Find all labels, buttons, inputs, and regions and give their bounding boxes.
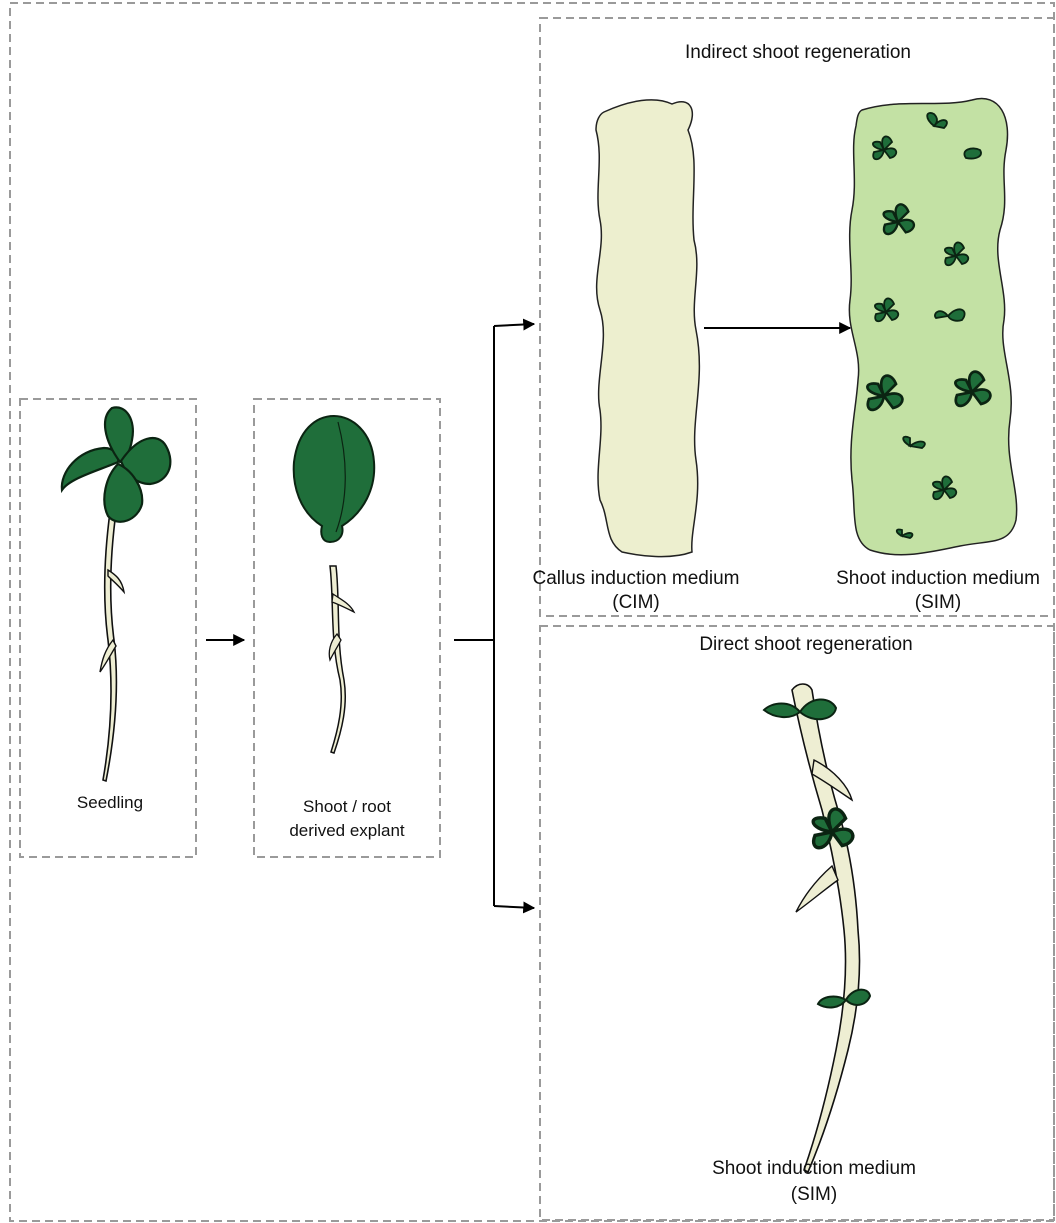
direct-sim-label-abbrev: (SIM) <box>791 1184 837 1205</box>
callus-cim <box>596 100 699 557</box>
direct-explant-body <box>792 684 860 1172</box>
explant-illustration <box>294 416 375 753</box>
direct-section-title: Direct shoot regeneration <box>699 634 912 655</box>
direct-sim-label: Shoot induction medium <box>712 1158 916 1179</box>
explant-label: Shoot / root <box>303 797 391 816</box>
direct-explant <box>764 684 870 1172</box>
to-direct-arrow <box>494 906 534 908</box>
callus-sim <box>849 99 1016 555</box>
indirect-sim-label: Shoot induction medium <box>836 568 1040 589</box>
shoot-sprout <box>964 148 981 158</box>
seedling-illustration <box>62 407 171 781</box>
indirect-sim-label-abbrev: (SIM) <box>915 592 961 613</box>
explant-leaf <box>294 416 375 542</box>
indirect-section-title: Indirect shoot regeneration <box>685 42 911 63</box>
explant-root <box>330 566 345 753</box>
to-indirect-arrow <box>494 324 534 326</box>
seedling-label: Seedling <box>77 793 143 812</box>
direct-lateral-root <box>796 866 838 912</box>
direct-shoot-leaf <box>818 997 846 1008</box>
cim-label-abbrev: (CIM) <box>612 592 659 613</box>
explant-label-line2: derived explant <box>289 821 405 840</box>
cim-label: Callus induction medium <box>533 568 740 589</box>
